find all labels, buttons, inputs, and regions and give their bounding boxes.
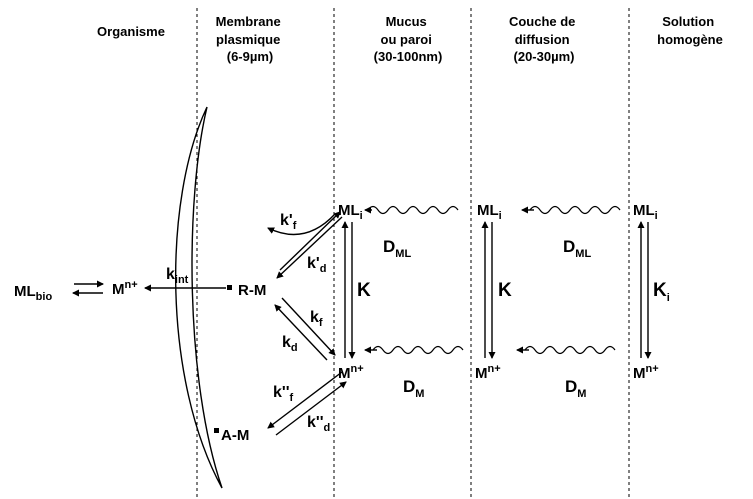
m-mucus-label: Mn+ (338, 363, 364, 382)
membrane-crescent (174, 106, 223, 489)
am-label: A-M (221, 427, 249, 444)
kint-label: kint (166, 266, 189, 286)
arrow-kpf-curve (267, 213, 336, 236)
diffusion-wave-m-solution (524, 345, 616, 355)
rm-site-marker (227, 285, 232, 290)
kppd-label: k''d (307, 414, 330, 434)
kd-label: kd (282, 334, 298, 354)
dml-mucus-label: DML (383, 237, 411, 260)
dm-mucus-label: DM (403, 377, 424, 400)
arrow-kd (274, 304, 328, 361)
header-membrane: Membrane plasmique (6-9µm) (216, 14, 285, 64)
diffusion-wave-ml-solution (529, 205, 621, 215)
header-mucus: Mucus ou paroi (30-100nm) (374, 14, 443, 64)
m-diffusion-label: Mn+ (475, 363, 501, 382)
arrow-kpf-to-mli (279, 211, 341, 271)
header-solution: Solution homogène (657, 14, 723, 47)
header-diffusion: Couche de diffusion (20-30µm) (509, 14, 579, 64)
k-diffusion-label: K (498, 280, 512, 301)
ml-bio-label: MLbio (14, 283, 52, 303)
ki-label: Ki (653, 280, 670, 304)
header-organism: Organisme (97, 24, 165, 39)
kpd-label: k'd (307, 255, 326, 275)
dml-solution-label: DML (563, 237, 591, 260)
kpf-label: k'f (280, 212, 297, 232)
diffusion-wave-m-mucus (372, 345, 464, 355)
m-cell-label: Mn+ (112, 279, 138, 298)
arrow-kf (281, 297, 336, 356)
mli-diffusion-label: MLi (477, 202, 502, 222)
m-solution-label: Mn+ (633, 363, 659, 382)
mli-mucus-label: MLi (338, 202, 363, 222)
dm-solution-label: DM (565, 377, 586, 400)
mli-solution-label: MLi (633, 202, 658, 222)
rm-label: R-M (238, 282, 266, 299)
arrow-kppf (267, 371, 343, 429)
arrow-kppd (275, 381, 347, 436)
kf-label: kf (310, 309, 323, 329)
kppf-label: k''f (273, 384, 294, 404)
diffusion-wave-ml-mucus (367, 205, 459, 215)
arrow-kpd (276, 216, 343, 279)
am-site-marker (214, 428, 219, 433)
k-mucus-label: K (357, 280, 371, 301)
